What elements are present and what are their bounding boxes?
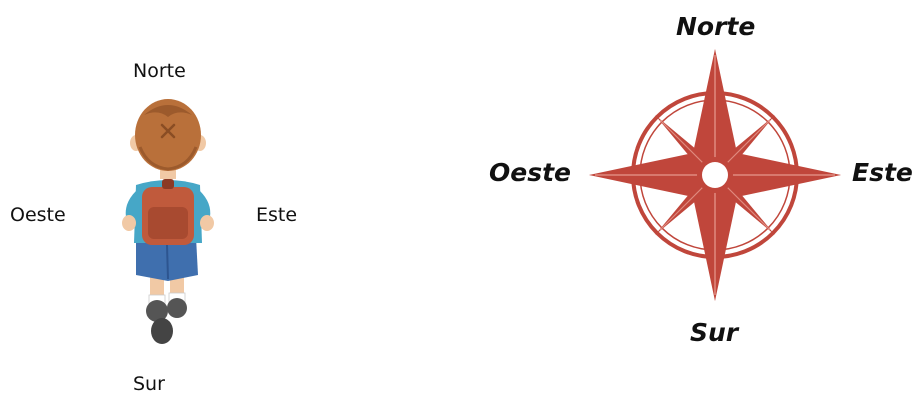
left-south-label: Sur <box>133 375 165 394</box>
right-east-label: Este <box>852 160 913 185</box>
right-south-label: Sur <box>690 320 738 345</box>
left-north-label: Norte <box>133 62 186 81</box>
compass-rose-icon <box>585 45 845 305</box>
left-east-label: Este <box>256 206 297 225</box>
right-north-label: Norte <box>676 14 755 39</box>
right-west-label: Oeste <box>489 160 571 185</box>
left-west-label: Oeste <box>10 206 66 225</box>
child-back-view-icon <box>118 95 218 347</box>
